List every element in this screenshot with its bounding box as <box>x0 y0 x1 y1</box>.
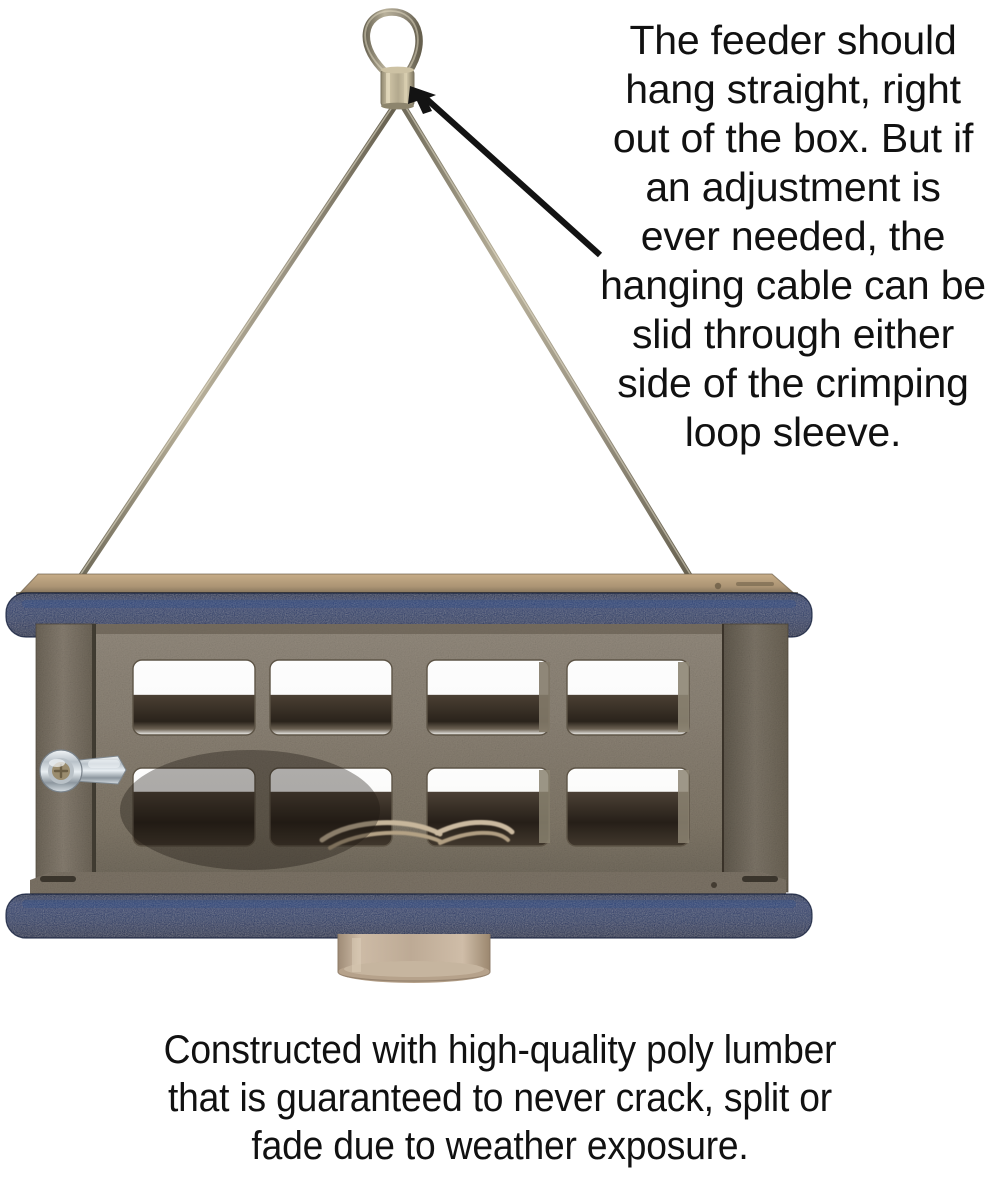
cable-loop <box>362 8 423 82</box>
hanging-cable-assembly <box>76 8 696 584</box>
cable-right-leg <box>398 100 696 584</box>
feeding-slots-lower <box>132 767 690 850</box>
drain-notch <box>40 876 76 882</box>
seed-cup <box>337 934 491 983</box>
feeding-slots-upper <box>132 659 690 736</box>
interior-shadow <box>120 750 380 870</box>
caption-text-bottom: Constructed with high-quality poly lumbe… <box>163 1028 837 1168</box>
cable-left-leg <box>76 100 400 582</box>
callout-text-top-right: The feeder should hang straight, right o… <box>600 17 986 455</box>
slot <box>132 767 256 847</box>
base-top-face <box>30 872 786 896</box>
slot <box>566 659 690 736</box>
callout-arrow <box>408 86 603 258</box>
roof-top-face <box>18 574 796 595</box>
screw-dot <box>714 582 722 590</box>
roof-seam <box>736 582 774 586</box>
right-side-panel <box>718 623 789 893</box>
base-navy-rail <box>5 893 813 939</box>
latch-knob-icon <box>39 749 127 793</box>
slot <box>132 659 256 736</box>
slot <box>426 659 550 736</box>
feeder-body <box>5 573 813 983</box>
drain-notch <box>742 876 778 882</box>
crimp-sleeve-icon <box>380 66 415 110</box>
interior-spring-icon <box>319 819 515 850</box>
slot <box>269 659 393 736</box>
screw-dot <box>711 882 717 888</box>
slot <box>566 767 690 847</box>
